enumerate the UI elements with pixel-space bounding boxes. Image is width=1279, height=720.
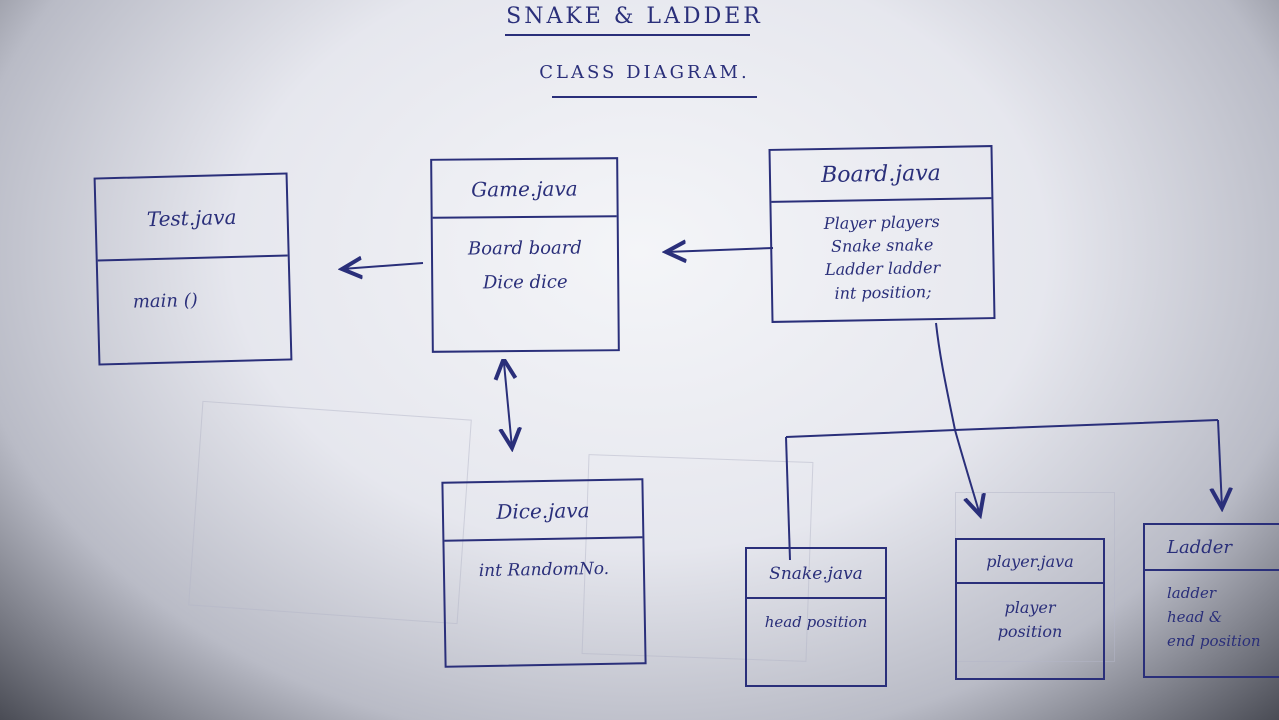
subtitle-underline [552,96,757,98]
class-player: player.java player position [955,538,1105,680]
attr-dice: Dice dice [482,271,568,294]
attr-position: int position; [834,281,932,303]
class-dice-attrs: int RandomNo. [444,538,643,585]
attr-player-position: position [997,622,1063,641]
class-board: Board.java Player players Snake snake La… [768,145,996,323]
arrow-game-dice [504,363,512,448]
class-dice-name: Dice.java [443,480,643,542]
attr-random: int RandomNo. [478,558,610,582]
class-ladder: Ladder ladder head & end position [1143,523,1279,678]
attr-board: Board board [467,237,582,260]
class-game: Game.java Board board Dice dice [430,157,620,353]
class-snake-attrs: head position [747,599,885,634]
class-board-attrs: Player players Snake snake Ladder ladder… [771,199,993,306]
diagram-subtitle: CLASS DIAGRAM. [539,62,750,83]
class-snake-name: Snake.java [747,549,885,599]
attr-ladder-end: end position [1167,632,1261,650]
attr-ladder: ladder [1167,584,1216,602]
class-game-name: Game.java [432,159,617,219]
class-test: Test.java main () [93,172,293,366]
branch-to-player [954,429,980,515]
class-test-name: Test.java [95,174,288,262]
class-ladder-attrs: ladder head & end position [1145,571,1279,653]
branch-board-down [935,322,956,431]
class-player-attrs: player position [957,584,1103,644]
class-player-name: player.java [957,540,1103,584]
attr-main: main () [132,289,199,313]
attr-ladder-head: head & [1167,608,1223,626]
class-game-attrs: Board board Dice dice [433,217,618,301]
attr-head-position: head position [764,613,868,631]
class-dice: Dice.java int RandomNo. [441,478,647,668]
class-snake: Snake.java head position [745,547,887,687]
branch-to-snake [785,436,791,561]
class-ladder-name: Ladder [1145,525,1279,571]
branch-horizontal [785,419,1219,438]
class-test-attr: main () [98,257,289,317]
title-underline [505,34,750,36]
attr-player: player [1004,598,1056,617]
diagram-title: SNAKE & LADDER [506,4,763,29]
arrow-board-to-game [666,248,774,252]
arrow-game-to-test [342,263,424,269]
class-board-name: Board.java [770,147,992,203]
branch-to-ladder [1218,419,1222,508]
